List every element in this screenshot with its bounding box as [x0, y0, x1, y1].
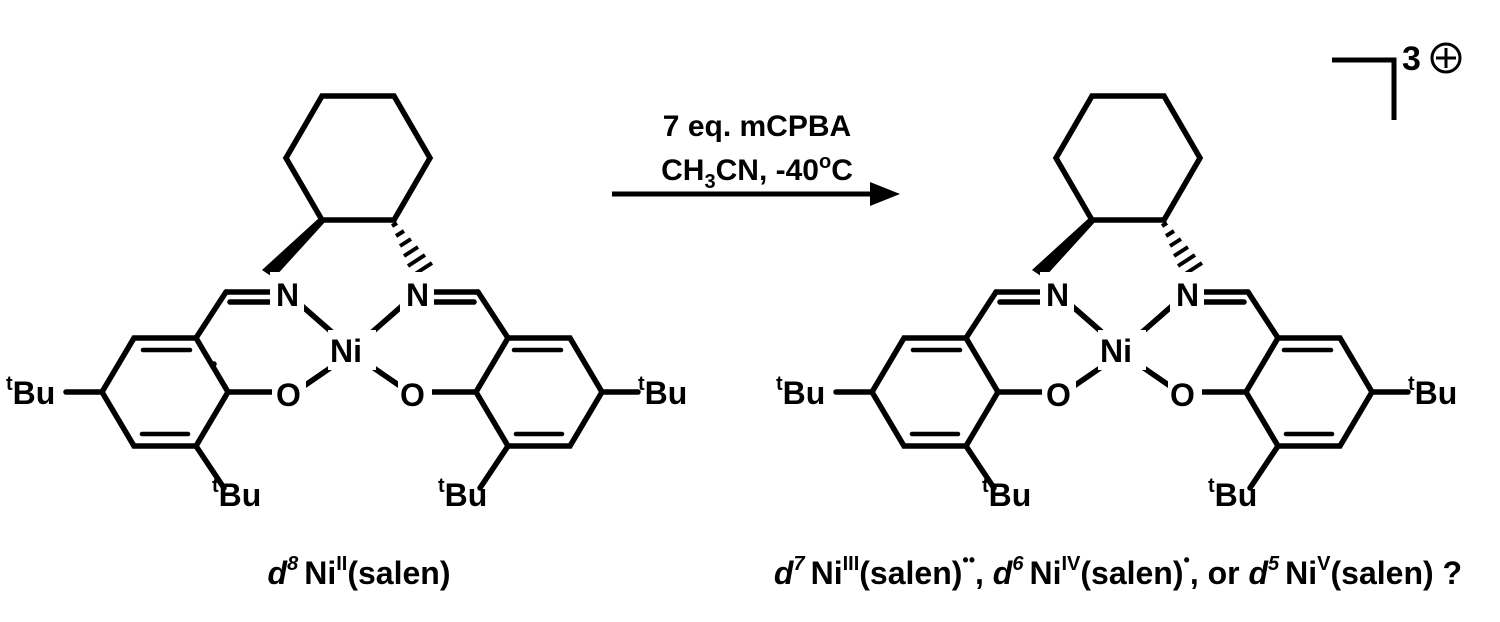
atom-o-right: O: [400, 377, 425, 413]
atom-ni: Ni: [330, 333, 362, 369]
charge-bracket: 3: [1332, 40, 1462, 120]
atom-o-left: O: [1046, 377, 1071, 413]
atom-o-right: O: [1170, 377, 1195, 413]
reaction-arrow: 7 eq. mCPBA CH3CN, -40oC: [612, 110, 900, 206]
tbu-label: tBu: [1208, 475, 1257, 513]
atom-ni: Ni: [1100, 333, 1132, 369]
hashed-bond: [1160, 221, 1204, 278]
tbu-label: tBu: [438, 475, 487, 513]
reagent-line-2: CH3CN, -40oC: [661, 151, 853, 193]
right-benzene-ring: [1242, 335, 1376, 449]
atom-o-left: O: [276, 377, 301, 413]
tbu-label: tBu: [982, 475, 1031, 513]
cyclohexane-ring: [1052, 93, 1204, 223]
reagent-line-1: 7 eq. mCPBA: [663, 110, 851, 143]
atom-n-right: N: [406, 277, 429, 313]
atom-n-left: N: [276, 277, 299, 313]
tbu-label: tBu: [638, 373, 687, 411]
charge-value: 3: [1402, 40, 1421, 78]
atom-n-left: N: [1046, 277, 1069, 313]
hashed-bond: [390, 221, 434, 278]
tbu-label: tBu: [776, 373, 825, 411]
tbu-label: tBu: [6, 373, 55, 411]
product-molecule: N N Ni O O tBu tBu tBu tBu: [776, 93, 1457, 513]
left-benzene-ring: [868, 335, 1002, 449]
tbu-label: tBu: [1408, 373, 1457, 411]
cyclohexane-ring: [282, 93, 434, 223]
wedge-bond: [1032, 218, 1095, 278]
arrowhead-icon: [870, 182, 900, 206]
right-benzene-ring: [472, 335, 606, 449]
tbu-label: tBu: [212, 475, 261, 513]
left-benzene-ring: [98, 335, 232, 449]
plus-circle-icon: [1430, 42, 1462, 74]
atom-n-right: N: [1176, 277, 1199, 313]
reactant-molecule: N N Ni O O tBu tBu tBu tBu: [6, 93, 687, 513]
wedge-bond: [262, 218, 325, 278]
